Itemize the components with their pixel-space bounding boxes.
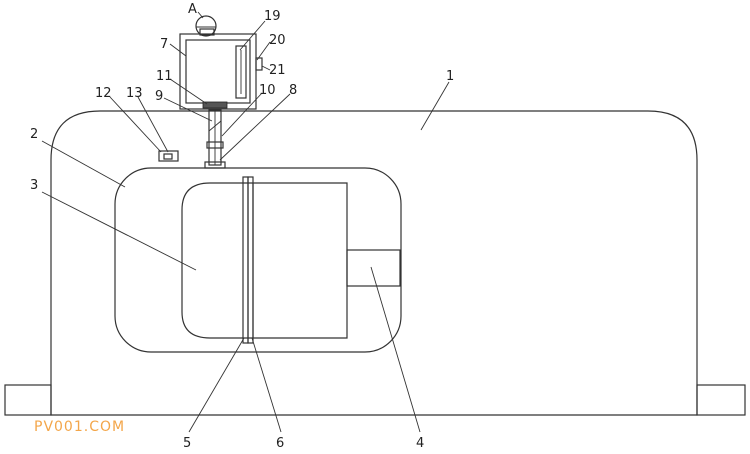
leader-13 [137,96,169,153]
shaft-stub [346,249,401,287]
callout-13: 13 [126,86,143,101]
callout-3: 3 [30,178,38,193]
callout-6: 6 [276,436,284,451]
callout-1: 1 [446,69,454,84]
partition-plate-right [247,176,254,344]
partition-plate-left [242,176,249,344]
base-plate-left [4,384,52,416]
leader-21 [261,65,271,71]
leader-9 [163,97,213,122]
callout-21: 21 [269,63,286,78]
main-housing [50,110,698,416]
leader-10 [221,92,263,137]
top-box-outer [179,33,257,110]
leader-20 [256,41,271,61]
callout-20: 20 [269,33,286,48]
callout-8: 8 [289,83,297,98]
leader-6 [251,337,282,433]
callout-7: 7 [160,37,168,52]
callout-10: 10 [259,83,276,98]
leader-2 [41,140,126,188]
pipe-base [204,161,226,169]
callout-A: A [188,2,197,17]
leader-11 [169,78,208,105]
leader-12 [109,96,162,153]
pipe-diagonal [208,120,222,132]
indicator-slot [235,45,247,99]
base-plate-right [696,384,746,416]
leader-8 [219,93,291,161]
leader-5 [188,337,245,433]
leader-19 [239,20,266,51]
inner-cavity [114,167,402,353]
leader-3 [41,191,197,271]
watermark: PV001.COM [34,419,126,435]
leader-7 [169,43,187,57]
callout-12: 12 [95,86,112,101]
sensor-housing [158,150,179,162]
callout-9: 9 [155,89,163,104]
motor-body [181,182,348,339]
callout-19: 19 [264,9,281,24]
side-plug [255,57,263,71]
top-valve-knob [195,15,217,37]
callout-5: 5 [183,436,191,451]
sensor-element [163,153,173,160]
callout-11: 11 [156,69,173,84]
pipe-coupling [206,141,224,149]
callout-2: 2 [30,127,38,142]
leader-4 [370,266,421,433]
leader-A [197,11,204,19]
leader-1 [420,81,450,131]
callout-4: 4 [416,436,424,451]
filter-element [202,101,228,109]
